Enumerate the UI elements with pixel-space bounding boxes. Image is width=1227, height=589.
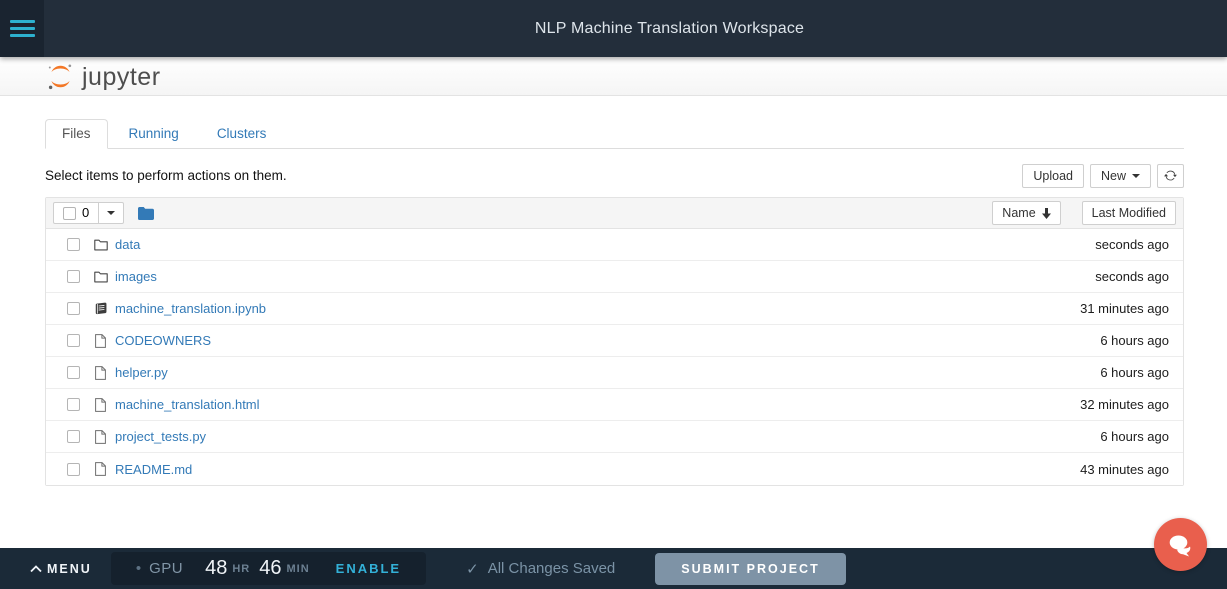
table-row: images seconds ago (46, 261, 1183, 293)
row-checkbox[interactable] (67, 462, 80, 476)
sort-name-label: Name (1002, 206, 1036, 220)
notebook-list-panel: Files Running Clusters Select items to p… (0, 96, 1227, 548)
file-icon (93, 462, 108, 476)
select-all-checkbox[interactable] (63, 206, 76, 220)
file-link[interactable]: images (115, 269, 157, 284)
workspace-footer: MENU • GPU 48 HR 46 MIN ENABLE ✓ All Cha… (0, 548, 1227, 589)
jupyter-wordmark: jupyter (82, 62, 161, 91)
jupyter-header: jupyter (0, 57, 1227, 96)
file-link[interactable]: CODEOWNERS (115, 333, 212, 348)
row-checkbox[interactable] (67, 302, 80, 315)
file-link[interactable]: machine_translation.html (115, 397, 260, 412)
last-modified-text: 6 hours ago (1100, 365, 1169, 380)
sort-by-last-modified-button[interactable]: Last Modified (1081, 201, 1176, 225)
breadcrumb-home-folder-icon[interactable] (138, 206, 155, 220)
gpu-minutes-value: 46 (259, 557, 282, 579)
footer-menu-button[interactable]: MENU (30, 562, 92, 576)
last-modified-text: seconds ago (1095, 237, 1169, 252)
footer-menu-label: MENU (47, 561, 92, 576)
table-row: CODEOWNERS 6 hours ago (46, 325, 1183, 357)
refresh-button[interactable] (1157, 163, 1184, 188)
file-link[interactable]: machine_translation.ipynb (115, 301, 267, 316)
file-list: 0 Name (45, 197, 1184, 486)
file-icon (93, 429, 108, 444)
select-all-button[interactable]: 0 (53, 202, 100, 224)
workspace-title: NLP Machine Translation Workspace (534, 19, 805, 37)
file-icon (93, 365, 108, 380)
table-row: data seconds ago (46, 229, 1183, 261)
last-modified-label: Last Modified (1091, 206, 1166, 220)
check-icon: ✓ (466, 560, 479, 578)
upload-button[interactable]: Upload (1022, 163, 1084, 188)
chevron-up-icon (30, 564, 42, 573)
upload-button-label: Upload (1033, 168, 1073, 183)
jupyter-logo-icon (46, 62, 75, 91)
table-row: project_tests.py 6 hours ago (46, 421, 1183, 453)
gpu-status-dot: • (135, 560, 142, 577)
last-modified-text: 6 hours ago (1100, 429, 1169, 444)
row-checkbox[interactable] (67, 398, 80, 411)
row-checkbox[interactable] (67, 270, 80, 283)
hamburger-menu-button[interactable] (0, 0, 44, 57)
file-link[interactable]: helper.py (115, 365, 168, 380)
row-checkbox[interactable] (67, 238, 80, 251)
last-modified-text: seconds ago (1095, 269, 1169, 284)
file-rows-container: data seconds ago images seconds ago (46, 229, 1183, 485)
select-dropdown-button[interactable] (98, 202, 125, 224)
table-row: README.md 43 minutes ago (46, 453, 1183, 485)
caret-down-icon (107, 211, 116, 215)
last-modified-text: 6 hours ago (1100, 333, 1169, 348)
folder-icon (93, 271, 108, 283)
gpu-hours-unit: HR (232, 562, 251, 575)
save-status: ✓ All Changes Saved (466, 560, 615, 578)
file-list-header: 0 Name (46, 198, 1183, 229)
gpu-enable-button[interactable]: ENABLE (335, 561, 402, 576)
gpu-time-widget: • GPU 48 HR 46 MIN ENABLE (110, 552, 427, 585)
tab-clusters[interactable]: Clusters (216, 126, 267, 141)
gpu-minutes-unit: MIN (286, 562, 310, 575)
jupyter-logo-link[interactable]: jupyter (46, 61, 161, 92)
gpu-hours-value: 48 (205, 557, 228, 579)
file-link[interactable]: README.md (115, 461, 193, 477)
gpu-label: GPU (149, 560, 184, 577)
row-checkbox[interactable] (67, 366, 80, 379)
last-modified-text: 43 minutes ago (1080, 461, 1169, 477)
file-icon (93, 397, 108, 412)
table-row: helper.py 6 hours ago (46, 357, 1183, 389)
row-checkbox[interactable] (67, 430, 80, 443)
notebook-icon (93, 302, 108, 315)
select-items-hint: Select items to perform actions on them. (45, 168, 287, 183)
refresh-icon (1164, 169, 1177, 182)
save-status-text: All Changes Saved (487, 560, 616, 577)
action-toolbar: Select items to perform actions on them.… (45, 163, 1184, 188)
selected-count: 0 (82, 205, 90, 220)
file-link[interactable]: data (115, 237, 141, 252)
caret-down-icon (1132, 173, 1140, 178)
table-row: machine_translation.html 32 minutes ago (46, 389, 1183, 421)
file-link[interactable]: project_tests.py (115, 429, 207, 444)
tab-files[interactable]: Files (45, 119, 108, 149)
tab-bar: Files Running Clusters (45, 119, 1184, 149)
file-icon (93, 333, 108, 348)
new-dropdown-button[interactable]: New (1089, 163, 1151, 188)
row-checkbox[interactable] (67, 334, 80, 347)
support-chat-button[interactable] (1154, 518, 1207, 571)
submit-project-button[interactable]: SUBMIT PROJECT (655, 552, 846, 585)
last-modified-text: 32 minutes ago (1080, 397, 1169, 412)
folder-icon (93, 239, 108, 251)
tab-running[interactable]: Running (128, 126, 179, 141)
arrow-down-icon (1041, 207, 1051, 219)
sort-by-name-button[interactable]: Name (992, 201, 1061, 225)
workspace-topbar: NLP Machine Translation Workspace (0, 0, 1227, 57)
table-row: machine_translation.ipynb 31 minutes ago (46, 293, 1183, 325)
new-button-label: New (1100, 168, 1126, 183)
chat-bubbles-icon (1167, 533, 1194, 557)
last-modified-text: 31 minutes ago (1080, 301, 1169, 316)
